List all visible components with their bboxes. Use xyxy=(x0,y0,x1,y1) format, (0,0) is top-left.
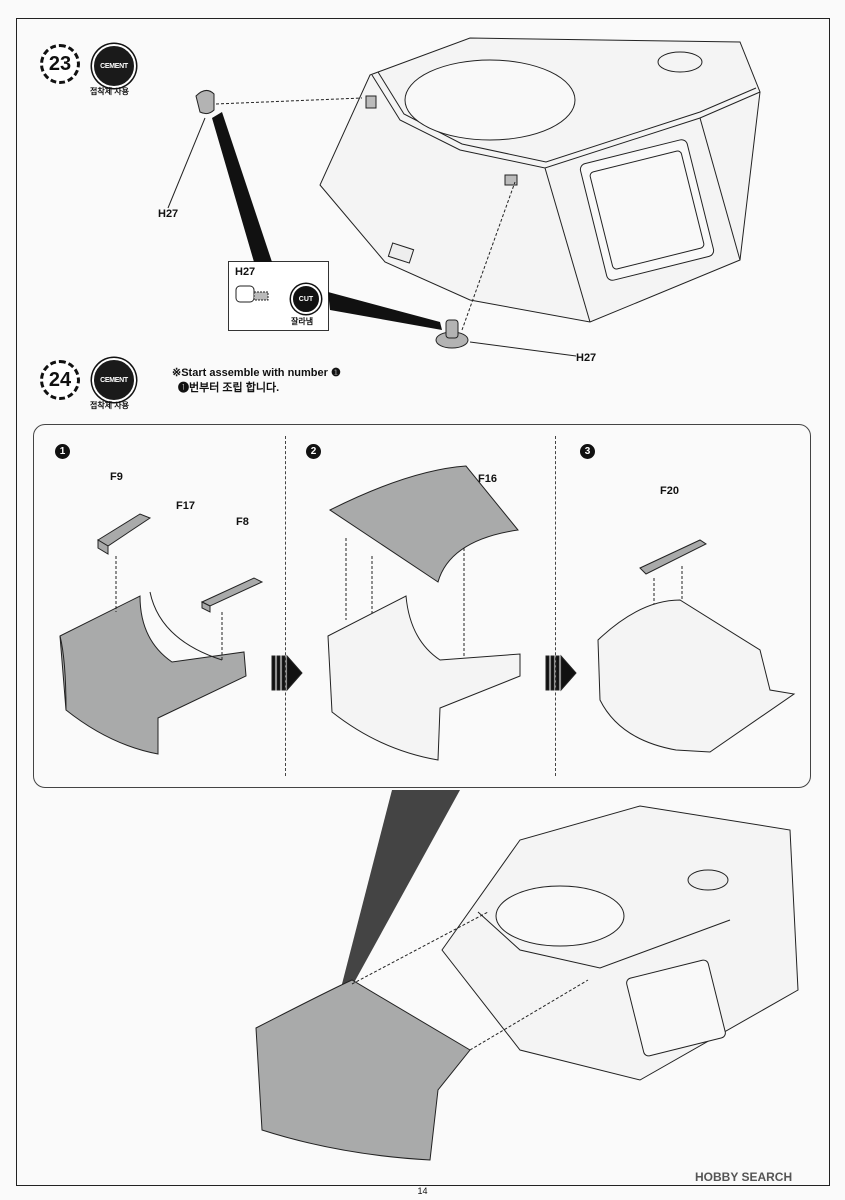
watermark-text: HOBBY SEARCH xyxy=(695,1170,793,1184)
page-frame xyxy=(16,18,830,1186)
part-f17 xyxy=(59,591,247,755)
step-arrow-2 xyxy=(545,654,577,692)
cutbox-part xyxy=(235,285,269,303)
box-stage-2 xyxy=(327,595,521,761)
assembly-note-en: ※Start assemble with number ❶ xyxy=(172,367,341,379)
part-f8 xyxy=(200,577,264,613)
sub-divider-1 xyxy=(285,436,286,776)
assembly-note-kr: ❶번부터 조립 합니다. xyxy=(178,382,280,394)
box-stage-3 xyxy=(597,599,796,753)
part-label-f9: F9 xyxy=(110,471,123,483)
part-label-h27-top: H27 xyxy=(158,208,179,220)
part-label-f20: F20 xyxy=(660,485,679,497)
sub-step-2-number: 2 xyxy=(306,444,321,459)
part-f20 xyxy=(639,539,707,575)
callout-wedge-2 xyxy=(328,292,442,330)
cement-icon: CEMENT xyxy=(92,44,136,88)
final-assembly xyxy=(255,805,799,1161)
part-f9 xyxy=(97,513,152,555)
step-arrow-1 xyxy=(271,654,303,692)
cement-caption: 접착제 사용 xyxy=(90,87,130,96)
callout-wedge-1 xyxy=(212,112,272,262)
cut-caption: 잘라냄 xyxy=(291,317,314,326)
cut-icon: CUT xyxy=(291,284,321,314)
sub-divider-2 xyxy=(555,436,556,776)
cement-icon: CEMENT xyxy=(92,358,136,402)
part-h27-bottom xyxy=(435,319,469,349)
part-label-h27-bottom: H27 xyxy=(576,352,597,364)
turret-step23 xyxy=(319,37,761,323)
cement-caption: 접착제 사용 xyxy=(90,401,130,410)
part-h27-top xyxy=(195,90,215,115)
sub-assembly-box xyxy=(33,424,811,788)
callout-wedge-3 xyxy=(342,790,460,990)
cutbox-part-label: H27 xyxy=(235,266,256,278)
part-label-f16: F16 xyxy=(478,473,497,485)
part-label-f8: F8 xyxy=(236,516,249,528)
part-label-f17: F17 xyxy=(176,500,195,512)
step-24-number: 24 xyxy=(40,360,80,400)
page-number: 14 xyxy=(417,1186,428,1196)
sub-step-1-number: 1 xyxy=(55,444,70,459)
part-f16 xyxy=(329,465,519,583)
step-23-number: 23 xyxy=(40,44,80,84)
sub-step-3-number: 3 xyxy=(580,444,595,459)
